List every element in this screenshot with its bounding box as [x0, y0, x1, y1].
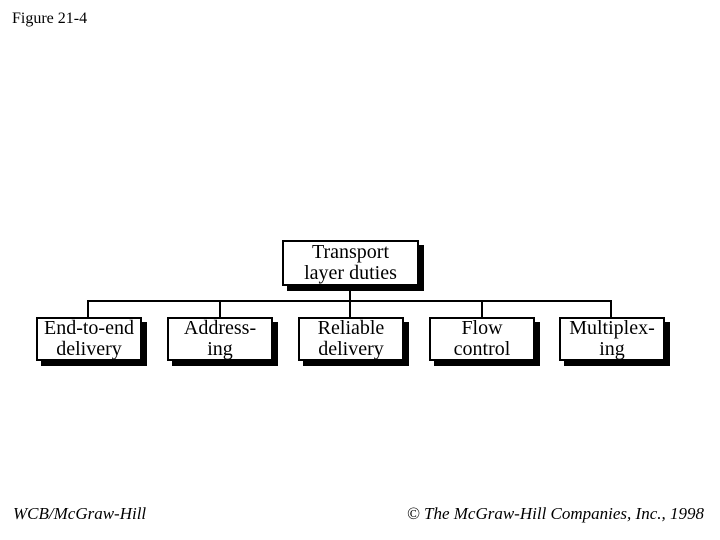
- node-multiplexing: Multiplex- ing: [559, 317, 665, 361]
- node-flow-control: Flow control: [429, 317, 535, 361]
- figure-label: Figure 21-4: [12, 10, 88, 27]
- connector-stub-multiplexing: [610, 300, 612, 317]
- node-reliable-delivery: Reliable delivery: [298, 317, 404, 361]
- connector-stub-reliable-delivery: [349, 300, 351, 317]
- node-transport-layer-duties: Transport layer duties: [282, 240, 419, 286]
- footer-copyright: © The McGraw-Hill Companies, Inc., 1998: [406, 504, 704, 523]
- connector-stub-flow-control: [481, 300, 483, 317]
- footer-publisher: WCB/McGraw-Hill: [13, 504, 147, 523]
- connector-root-stub: [349, 286, 351, 302]
- connector-stub-end-to-end-delivery: [87, 300, 89, 317]
- node-addressing: Address- ing: [167, 317, 273, 361]
- node-end-to-end-delivery: End-to-end delivery: [36, 317, 142, 361]
- connector-stub-addressing: [219, 300, 221, 317]
